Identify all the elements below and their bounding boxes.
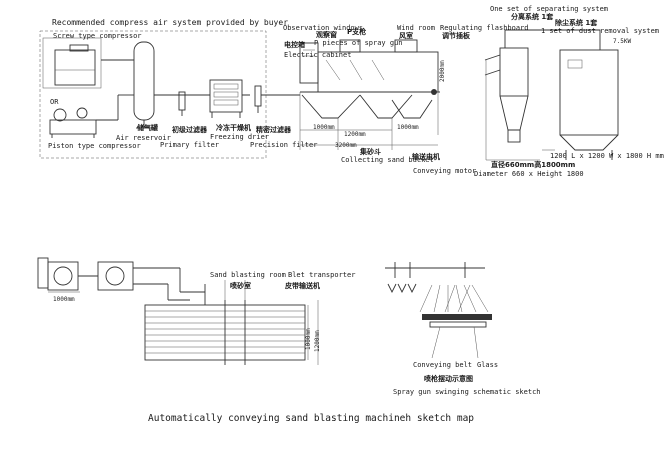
air-reservoir-cn-label: 储气罐: [137, 124, 158, 132]
screw-compressor-label: Screw type compressor: [53, 32, 142, 40]
wind-room-label: Wind room: [397, 24, 435, 32]
cyclone-diameter-label: Diameter 660 x Height 1800: [474, 170, 584, 178]
dim-2000: 2000mm: [439, 60, 446, 82]
air-reservoir-tank: [96, 41, 155, 129]
screw-compressor-drawing: [54, 44, 96, 86]
precision-filter-drawing: [254, 85, 300, 113]
plan-dim-1000: 1000mm: [53, 296, 75, 303]
electric-cabinet-label: Electric cabinet: [284, 51, 352, 59]
conveying-motor-label: Conveying motor: [413, 167, 477, 175]
dust-removal-cn-label: 除尘系统 1套: [555, 19, 598, 27]
piston-compressor-drawing: [49, 107, 97, 138]
air-system-frame: [39, 30, 267, 159]
swing-sketch-title: Spray gun swinging schematic sketch: [393, 388, 541, 396]
sand-blasting-room-label: Sand blasting room: [210, 271, 286, 279]
air-reservoir-label: Air reservoir: [116, 134, 171, 142]
dim-1200: 1200mm: [344, 131, 366, 138]
cyclone-separator-drawing: [484, 29, 548, 161]
precision-filter-label: Precision filter: [250, 141, 318, 149]
electric-cabinet-cn-label: 电控箱: [284, 41, 305, 49]
sand-blasting-room-cn-label: 喷砂室: [230, 282, 251, 290]
observation-windows-cn-label: 观察窗: [316, 31, 337, 39]
plan-dim-1200-vertical: 1200mm: [314, 330, 321, 352]
freezing-drier-label: Freezing drier: [210, 133, 270, 141]
wind-room-cn-label: 风室: [399, 32, 413, 40]
blasting-machine-drawing: [299, 39, 440, 150]
plan-dim-1000-vertical: 1000mm: [305, 328, 312, 350]
belt-transporter-label: Blet transporter: [288, 271, 356, 279]
dust-unit-size-label: 1200 L x 1200 W x 1800 H mm: [550, 152, 664, 160]
air-system-title: Recommended compress air system provided…: [52, 18, 289, 27]
freezing-drier-drawing: [209, 79, 243, 118]
swing-sketch-drawing: [385, 262, 492, 359]
regulating-flashboard-label: Regulating flashboard: [440, 24, 529, 32]
dust-removal-label: 1 set of dust removal system: [541, 27, 660, 35]
fan-power-label: 7.5KW: [613, 38, 632, 45]
collecting-bucket-cn-label: 集砂斗: [360, 148, 381, 156]
glass-label: Glass: [477, 361, 499, 369]
dust-removal-drawing: [542, 29, 619, 160]
sketch-drawing: [37, 29, 619, 365]
primary-filter-cn-label: 初级过滤器: [172, 126, 207, 134]
belt-transporter-cn-label: 皮带输送机: [285, 282, 320, 290]
collecting-bucket-label: Collecting sand bucket: [341, 156, 434, 164]
conveying-belt-label: Conveying belt: [413, 361, 473, 369]
or-label: OR: [50, 98, 59, 106]
freezing-drier-cn-label: 冷冻干燥机: [216, 124, 251, 132]
sand-blasting-sketch-sheet: Recommended compress air system provided…: [37, 5, 664, 424]
regulating-flashboard-cn-label: 调节插板: [442, 32, 470, 40]
cyclone-diameter-cn-label: 直径660mm高1800mm: [491, 161, 576, 169]
primary-filter-label: Primary filter: [160, 141, 220, 149]
spray-gun-pieces-label: P pieces of spray gun: [314, 39, 403, 47]
gun-count-cn-label: P支枪: [347, 28, 367, 36]
piston-compressor-label: Piston type compressor: [48, 142, 141, 150]
swing-sketch-cn-title: 喷枪摆动示意图: [424, 375, 473, 383]
separating-system-cn-label: 分离系统 1套: [511, 13, 554, 21]
conveying-motor-cn-label: 输送电机: [412, 153, 440, 161]
sketch-caption: Automatically conveying sand blasting ma…: [148, 413, 475, 424]
precision-filter-cn-label: 精密过滤器: [256, 126, 291, 134]
plan-view-drawing: [37, 257, 319, 365]
separating-system-label: One set of separating system: [490, 5, 609, 13]
dim-1000-left: 1000mm: [313, 124, 335, 131]
dim-3200: 3200mm: [335, 142, 357, 149]
observation-windows-label: Observation windows: [283, 24, 364, 32]
dim-1000-right: 1000mm: [397, 124, 419, 131]
